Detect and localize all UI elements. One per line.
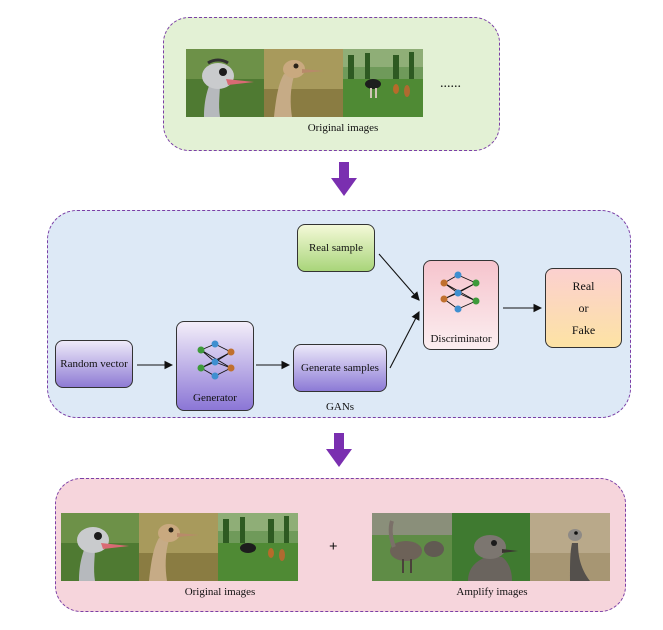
emu-ground-photo bbox=[530, 513, 610, 581]
ostrich-closeup-photo bbox=[61, 513, 140, 581]
top-caption: Original images bbox=[307, 122, 379, 134]
neural-network-icon bbox=[197, 340, 235, 380]
emu-group-photo bbox=[372, 513, 453, 581]
gans-caption: GANs bbox=[325, 401, 355, 413]
neural-network-icon bbox=[440, 271, 480, 313]
emu-head-photo bbox=[452, 513, 531, 581]
down-arrow-icon bbox=[331, 162, 357, 196]
generator-label: Generator bbox=[193, 392, 237, 404]
bottom-right-caption: Amplify images bbox=[456, 586, 528, 598]
real-or-fake-box: Real or Fake bbox=[545, 268, 622, 348]
real-sample-box: Real sample bbox=[297, 224, 375, 272]
output-fake: Fake bbox=[571, 323, 596, 337]
random-vector-box: Random vector bbox=[55, 340, 133, 388]
ostrich-field-photo bbox=[218, 513, 298, 581]
discriminator-label: Discriminator bbox=[430, 333, 492, 345]
output-or: or bbox=[578, 301, 589, 315]
bottom-left-caption: Original images bbox=[184, 586, 256, 598]
down-arrow-icon bbox=[326, 433, 352, 467]
generate-samples-box: Generate samples bbox=[293, 344, 387, 392]
discriminator-box: Discriminator bbox=[423, 260, 499, 350]
ostrich-profile-photo bbox=[264, 49, 344, 117]
output-real: Real bbox=[572, 279, 595, 293]
ostrich-field-photo bbox=[343, 49, 423, 117]
generator-box: Generator bbox=[176, 321, 254, 411]
plus-sign: + bbox=[329, 539, 338, 555]
ostrich-closeup-photo bbox=[186, 49, 265, 117]
ostrich-profile-photo bbox=[139, 513, 219, 581]
top-ellipsis: ...... bbox=[440, 76, 461, 91]
